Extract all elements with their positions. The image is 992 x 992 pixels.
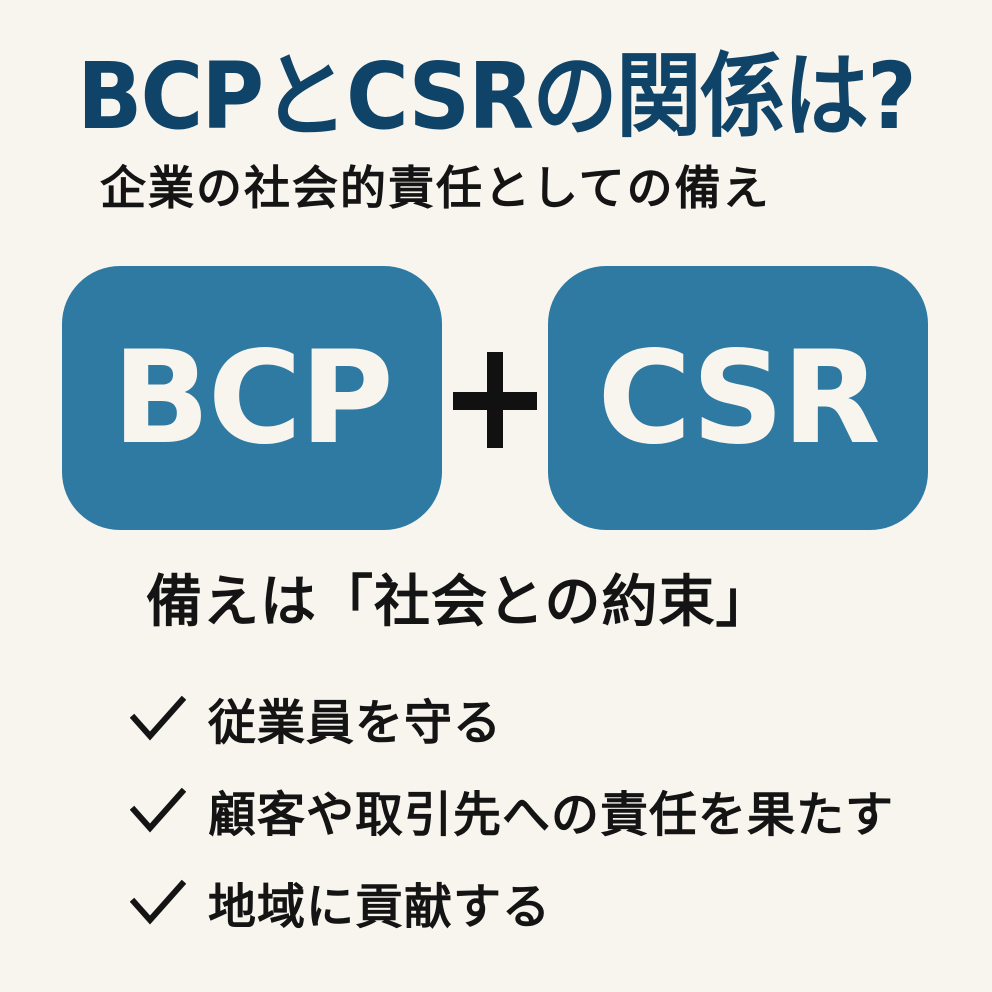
promise-heading: 備えは「社会との約束」 <box>146 570 773 635</box>
checkmark-icon <box>130 787 186 833</box>
list-item-label: 従業員を守る <box>208 695 503 751</box>
csr-label: CSR <box>597 323 880 473</box>
list-item-label: 地域に貢献する <box>208 879 552 935</box>
list-item-label: 顧客や取引先への責任を果たす <box>208 787 895 843</box>
list-item: 顧客や取引先への責任を果たす <box>130 764 894 856</box>
checkmark-icon <box>130 695 186 741</box>
list-item: 地域に貢献する <box>130 856 894 948</box>
page-title: BCPとCSRの関係は? <box>77 43 917 150</box>
list-item: 従業員を守る <box>130 672 894 764</box>
bcp-label: BCP <box>112 323 393 473</box>
plus-icon <box>453 352 537 448</box>
bcp-box: BCP <box>62 266 442 530</box>
subtitle: 企業の社会的責任としての備え <box>100 161 771 215</box>
csr-box: CSR <box>548 266 928 530</box>
checkmark-icon <box>130 879 186 925</box>
checklist: 従業員を守る 顧客や取引先への責任を果たす 地域に貢献する <box>130 672 894 948</box>
